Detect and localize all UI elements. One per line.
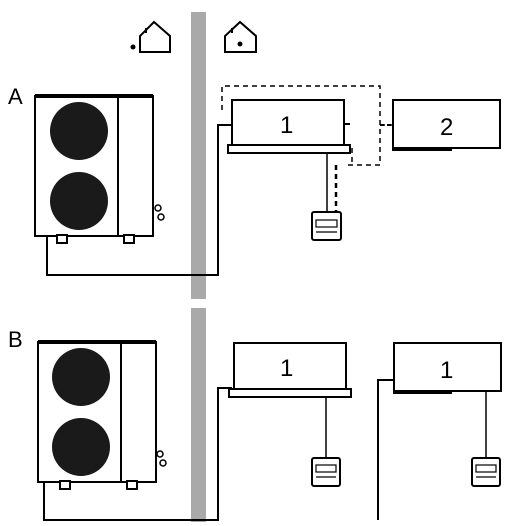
outdoor-unit-b xyxy=(37,340,167,490)
outdoor-house-icon xyxy=(130,20,171,53)
valve-icon xyxy=(159,459,167,467)
fan-icon xyxy=(50,172,108,230)
valve-icon xyxy=(154,204,162,212)
fan-icon xyxy=(52,348,110,406)
wall-divider-bottom xyxy=(191,308,206,522)
valve-icon xyxy=(157,213,165,221)
remote-controller-b-left xyxy=(311,457,341,487)
indoor-unit-b-left xyxy=(228,342,352,398)
indoor-unit-b-right-number: 1 xyxy=(440,357,453,384)
section-a-label: A xyxy=(8,84,23,109)
remote-controller-b-right xyxy=(471,457,501,487)
refrigerant-pipe-b-right xyxy=(377,379,394,520)
fan-icon xyxy=(50,102,108,160)
refrigerant-pipe-a xyxy=(46,124,232,276)
wall-divider-top xyxy=(191,12,206,299)
outdoor-unit-a xyxy=(34,94,165,244)
indoor-unit-b-left-number: 1 xyxy=(280,355,293,382)
indoor-unit-a1-number: 1 xyxy=(280,112,293,139)
indoor-house-icon xyxy=(224,20,257,53)
remote-controller-a xyxy=(311,211,342,241)
indoor-unit-a2-number: 2 xyxy=(440,114,453,141)
refrigerant-pipe-b xyxy=(43,387,232,521)
indoor-unit-a1 xyxy=(227,99,351,154)
indoor-unit-a2 xyxy=(392,99,501,151)
indoor-unit-b-right xyxy=(393,342,502,394)
section-b-label: B xyxy=(8,327,23,352)
valve-icon xyxy=(156,450,164,458)
fan-icon xyxy=(52,418,110,476)
